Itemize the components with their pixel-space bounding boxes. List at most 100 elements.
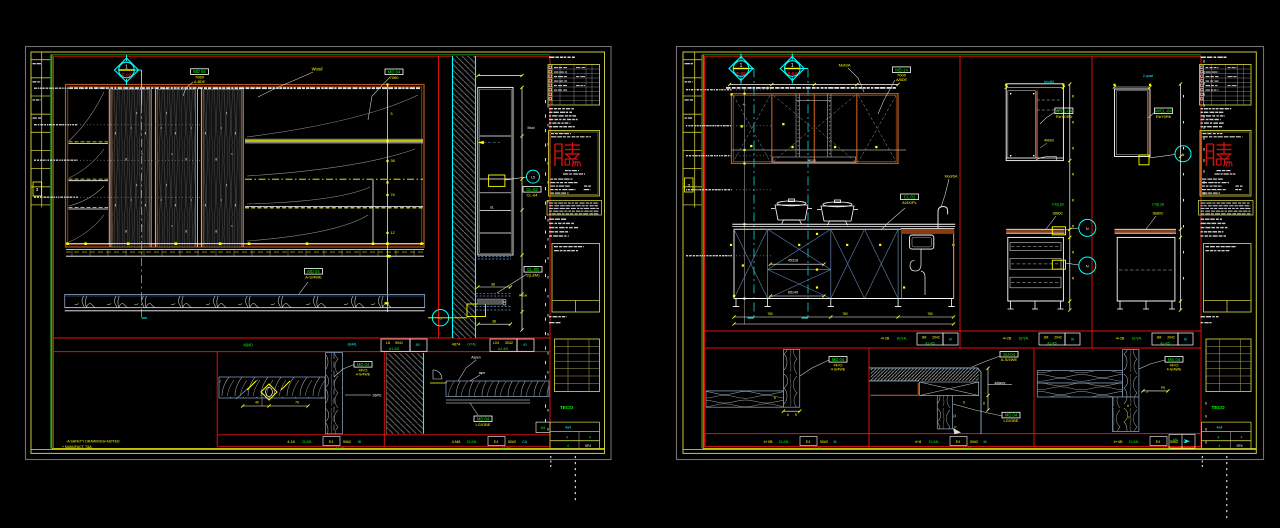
svg-text:E4: E4: [329, 440, 333, 444]
svg-text:4F/O: 4F/O: [834, 362, 843, 367]
svg-text:I0: I0: [1071, 338, 1074, 342]
svg-text:50#2: 50#2: [970, 440, 978, 444]
svg-text:E4: E4: [1156, 440, 1160, 444]
svg-text:PO5M: PO5M: [519, 294, 528, 298]
svg-text:3042: 3042: [505, 341, 513, 345]
svg-text:A1-P2: A1-P2: [813, 447, 822, 451]
svg-text:MD-14: MD-14: [895, 67, 908, 72]
svg-text:CL/ML: CL/ML: [302, 440, 313, 444]
svg-text:A-S/4WE: A-S/4WE: [1001, 357, 1018, 362]
svg-text:4: 4: [1218, 436, 1220, 440]
svg-text:SP4: SP4: [1236, 444, 1242, 448]
svg-text:I6: I6: [358, 440, 361, 444]
svg-text:4+8: 4+8: [915, 440, 921, 444]
svg-text:A: A: [1127, 404, 1130, 408]
svg-text:9041: 9041: [395, 341, 403, 345]
svg-text:8(7)4L: 8(7)4L: [1132, 337, 1142, 341]
svg-text:I0: I0: [523, 343, 526, 347]
svg-text:A1-4/5: A1-4/5: [498, 347, 508, 351]
svg-text:76: 76: [391, 193, 395, 197]
svg-text:2042: 2042: [1167, 335, 1175, 339]
svg-text:49b0d: 49b0d: [1044, 139, 1054, 143]
svg-text:780: 780: [842, 312, 848, 316]
svg-text:4F/O: 4F/O: [359, 367, 368, 372]
svg-text:N: N: [1086, 227, 1089, 231]
svg-text:MD 04: MD 04: [1005, 413, 1018, 418]
svg-text:2-quwt: 2-quwt: [1143, 74, 1153, 78]
svg-text:L8: L8: [386, 341, 390, 345]
svg-text:MD 04: MD 04: [357, 362, 370, 367]
svg-text:0/74L: 0/74L: [468, 343, 477, 347]
svg-text:2(L&M): 2(L&M): [526, 272, 540, 277]
svg-text:N: N: [1182, 153, 1185, 157]
svg-text:3880C: 3880C: [1053, 212, 1064, 216]
svg-text:RbYOR6: RbYOR6: [1056, 114, 1073, 119]
svg-text:-A SAFETY DRAW/NGS+NOTED: -A SAFETY DRAW/NGS+NOTED: [66, 440, 120, 444]
svg-text:F-02: F-02: [122, 73, 132, 78]
svg-text:50#2: 50#2: [508, 440, 516, 444]
svg-text:4-S/4WE: 4-S/4WE: [831, 368, 846, 372]
svg-text:E4: E4: [956, 440, 960, 444]
svg-text:W/CL-04: W/CL-04: [1056, 108, 1073, 113]
svg-text:RbY0R6: RbY0R6: [1156, 114, 1172, 119]
svg-text:8Y: 8Y: [416, 343, 421, 347]
svg-text:I0: I0: [1184, 338, 1187, 342]
svg-text:40: 40: [255, 401, 259, 405]
svg-text:4-M8: 4-M8: [452, 440, 461, 444]
svg-text:SU-04: SU-04: [1003, 352, 1016, 357]
svg-text:38: 38: [492, 320, 496, 324]
svg-text:L04: L04: [493, 341, 499, 345]
svg-text:(3: (3: [953, 414, 956, 418]
svg-text:I6: I6: [834, 440, 837, 444]
svg-text:4+2B: 4+2B: [1116, 337, 1125, 341]
svg-text:4874: 4874: [452, 343, 460, 347]
svg-text:5: 5: [391, 112, 393, 116]
svg-text:A1-P2: A1-P2: [502, 447, 511, 451]
svg-text:A/4X/PL: A/4X/PL: [902, 200, 917, 205]
svg-text:LG/OBE: LG/OBE: [1004, 418, 1019, 423]
svg-text:Mod: Mod: [528, 126, 535, 130]
svg-text:4: 4: [566, 436, 568, 440]
svg-text:M4: M4: [541, 426, 546, 430]
svg-text:N: N: [1086, 265, 1089, 269]
svg-text:50#2: 50#2: [1170, 440, 1178, 444]
svg-text:A1-P2: A1-P2: [1163, 447, 1172, 451]
svg-text:MX 04: MX 04: [1168, 357, 1181, 362]
svg-text:2042: 2042: [1054, 335, 1062, 339]
svg-text:780: 780: [927, 312, 933, 316]
svg-text:Mod/SA: Mod/SA: [945, 175, 958, 179]
svg-text:A-BDE: A-BDE: [194, 80, 206, 84]
svg-text:50#2: 50#2: [343, 440, 351, 444]
svg-text:LG/OBE: LG/OBE: [476, 422, 491, 427]
svg-text:3B80C: 3B80C: [1153, 212, 1164, 216]
svg-text:SP4: SP4: [585, 444, 591, 448]
svg-text:7060: 7060: [195, 75, 205, 80]
svg-text:CL-0B: CL-0B: [527, 267, 539, 272]
svg-text:C4(L)B: C4(L)B: [1152, 203, 1164, 207]
svg-text:8(7)4L: 8(7)4L: [897, 337, 907, 341]
svg-text:I6: I6: [1184, 440, 1187, 444]
svg-text:S: S: [795, 413, 797, 417]
svg-text:T: T: [1128, 416, 1130, 420]
svg-text:8: 8: [983, 402, 985, 406]
svg-text:2042: 2042: [932, 335, 940, 339]
svg-text:CL/ML: CL/ML: [1129, 440, 1140, 444]
svg-text:7000: 7000: [897, 73, 907, 78]
svg-text:C4(L)B: C4(L)B: [1052, 203, 1064, 207]
svg-text:A/BDE: A/BDE: [896, 78, 907, 82]
svg-text:M4: M4: [1173, 438, 1178, 442]
svg-text:3M: 3M: [1044, 335, 1049, 339]
svg-text:3: 3: [36, 187, 39, 192]
svg-text:L5: L5: [531, 176, 535, 180]
svg-text:b: b: [774, 396, 776, 400]
svg-text:4F/O: 4F/O: [1170, 362, 1179, 367]
svg-text:3: 3: [687, 183, 690, 188]
svg-text:CL/ML: CL/ML: [467, 440, 478, 444]
svg-text:4940: 4940: [243, 343, 253, 348]
svg-text:PS: PS: [1161, 386, 1165, 390]
svg-text:12: 12: [391, 231, 395, 235]
svg-text:4+0B: 4+0B: [764, 440, 773, 444]
svg-text:Wood: Wood: [312, 67, 324, 72]
svg-text:4: 4: [1219, 444, 1221, 448]
svg-text:4+2B: 4+2B: [1003, 337, 1012, 341]
